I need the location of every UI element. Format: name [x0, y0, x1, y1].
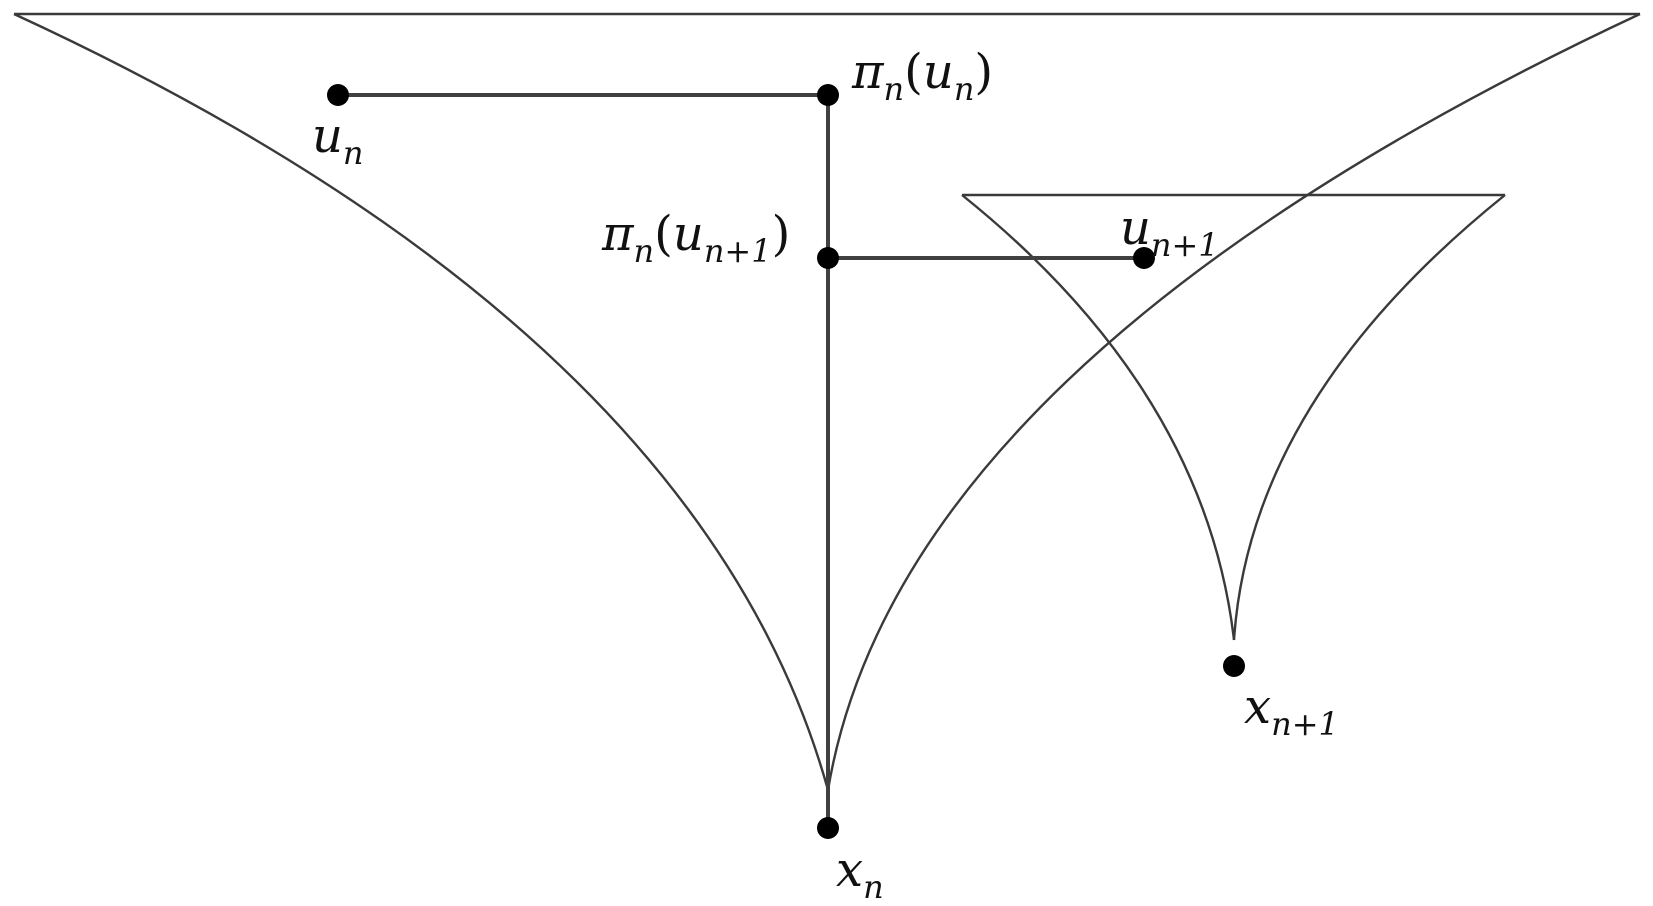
point-pi-u-n1: [817, 247, 839, 269]
label-pi-u-n1-pi: π: [602, 206, 634, 262]
point-u-n: [327, 84, 349, 106]
label-x-n-sub: n: [863, 868, 884, 906]
label-x-n1-sub: n+1: [1271, 705, 1339, 743]
label-pi-u-n-open: (: [904, 44, 923, 100]
small-cusp-right-boundary: [1232, 194, 1506, 641]
label-pi-u-n1-var: u: [672, 206, 704, 262]
label-x-n1-main: x: [1244, 679, 1272, 735]
label-pi-u-n1-var-sub: n+1: [703, 232, 772, 270]
label-pi-u-n-pi: π: [852, 44, 884, 100]
label-x-n1: xn+1: [1244, 683, 1339, 740]
label-u-n1-main: u: [1120, 200, 1151, 256]
small-cusp-left-boundary: [961, 194, 1236, 641]
label-pi-u-n1: πn(un+1): [602, 210, 790, 267]
large-cusp-right-boundary: [826, 12, 1641, 791]
label-pi-u-n-var-sub: n: [953, 70, 975, 108]
label-pi-u-n-pi-sub: n: [883, 70, 905, 108]
label-pi-u-n-close: ): [974, 44, 994, 100]
point-u-n1: [1133, 247, 1155, 269]
point-x-n: [817, 817, 839, 839]
label-pi-u-n1-pi-sub: n: [633, 232, 655, 270]
point-x-n1: [1223, 655, 1245, 677]
label-u-n-main: u: [312, 108, 343, 164]
small-cusp-region: [961, 193, 1506, 641]
label-pi-u-n-var: u: [922, 44, 954, 100]
point-pi-u-n: [817, 84, 839, 106]
label-x-n-main: x: [836, 842, 864, 898]
label-u-n1: un+1: [1120, 204, 1219, 261]
label-pi-u-n1-open: (: [654, 206, 673, 262]
label-pi-u-n: πn(un): [852, 48, 993, 105]
label-x-n: xn: [836, 846, 884, 903]
large-cusp-region: [13, 12, 1641, 791]
label-u-n1-sub: n+1: [1150, 226, 1219, 264]
label-u-n: un: [312, 112, 364, 169]
large-cusp-left-boundary: [13, 12, 830, 791]
label-u-n-sub: n: [342, 134, 364, 172]
label-pi-u-n1-close: ): [771, 206, 791, 262]
